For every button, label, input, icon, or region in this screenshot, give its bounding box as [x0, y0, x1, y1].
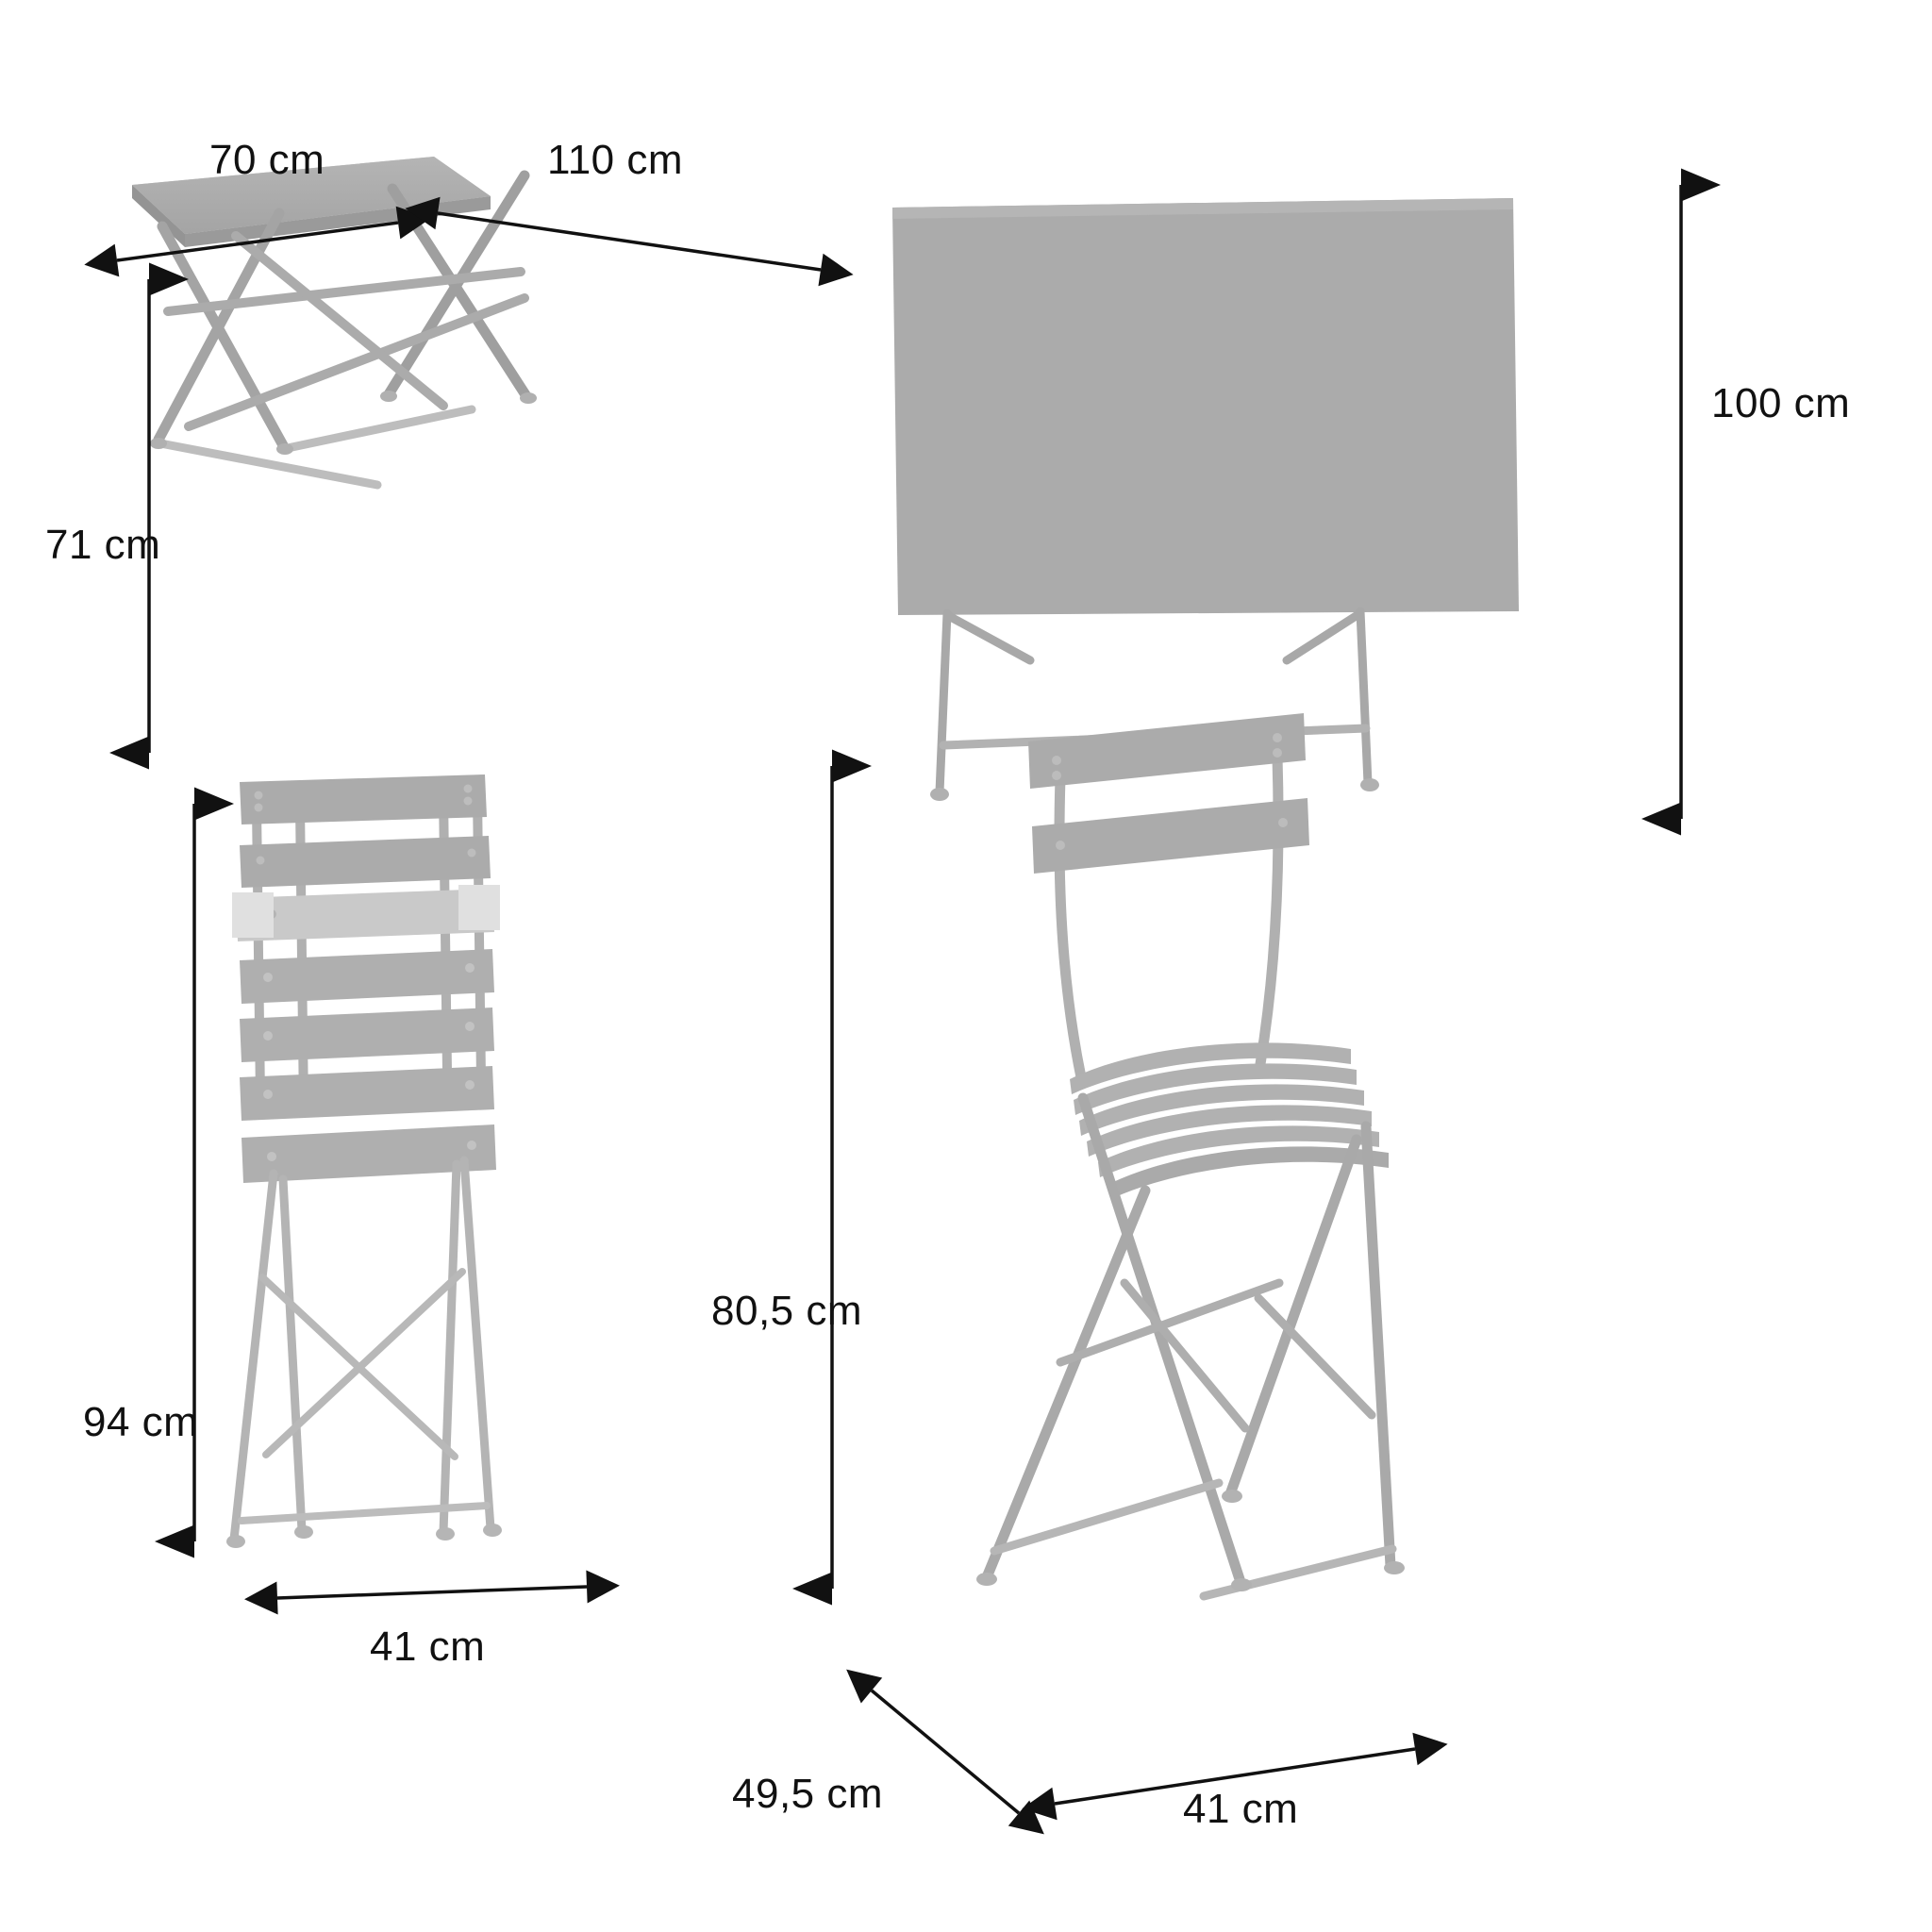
slat-highlight: [232, 885, 500, 941]
slat: [1028, 713, 1306, 789]
slat: [240, 949, 494, 1004]
panel-table-unfolded: 70 cm 110 cm: [0, 0, 966, 966]
dimension-arrow-chair-width: [1022, 1732, 1448, 1821]
slat: [240, 1008, 494, 1062]
chair-folded-cross-brace: [258, 1268, 466, 1460]
dimension-label-table-length: 110 cm: [547, 137, 684, 183]
dimension-arrow-table-length: [405, 196, 854, 287]
chair-folded-feet: [226, 1524, 502, 1548]
dimension-label-table-depth: 70 cm: [209, 137, 325, 183]
dimension-arrow-chair-folded-height: [155, 787, 234, 1558]
chair-feet: [976, 1490, 1405, 1591]
table-folded-feet: [930, 778, 1379, 801]
dimension-label-chair-depth: 49,5 cm: [732, 1771, 884, 1817]
dimension-label-chair-height: 80,5 cm: [711, 1288, 863, 1334]
table-folded-legs: [935, 607, 1373, 797]
dimension-label-table-folded-height: 100 cm: [1711, 380, 1851, 426]
dimension-arrow-table-height: [109, 262, 189, 770]
table-foot-rail: [156, 405, 476, 490]
dimension-arrow-chair-folded-width: [244, 1570, 620, 1615]
slat: [242, 1124, 496, 1183]
slat: [240, 1066, 494, 1121]
dimension-arrow-table-depth: [84, 206, 431, 277]
slat: [240, 836, 491, 888]
dimension-label-chair-width: 41 cm: [1183, 1786, 1299, 1832]
slat: [1032, 798, 1309, 874]
table-folded-top-panel: [892, 198, 1519, 615]
slat: [240, 774, 487, 824]
chair-legs: [981, 1092, 1396, 1585]
chair-folded-slats: [232, 774, 500, 1183]
dimension-arrow-chair-height: [792, 749, 872, 1606]
chair-folded-foot-rail: [238, 1502, 491, 1524]
chair-foot-rails: [990, 1478, 1397, 1601]
dimension-label-chair-folded-width: 41 cm: [370, 1624, 486, 1670]
dimension-label-table-height: 71 cm: [45, 522, 161, 568]
dimension-arrow-table-folded-height: [1641, 168, 1721, 836]
chair-folded-legs: [229, 1156, 495, 1544]
dimension-arrow-chair-depth: [846, 1669, 1044, 1835]
chair-backrest-slats: [1028, 713, 1309, 874]
chair-folded-illustration: [226, 774, 502, 1548]
chair-leg-braces: [1056, 1278, 1376, 1433]
dimension-label-chair-folded-height: 94 cm: [83, 1399, 199, 1445]
chair-seat-slats: [1070, 1042, 1389, 1198]
panel-chair-unfolded: 80,5 cm 49,5 cm: [711, 713, 1932, 1932]
panel-chair-folded: 94 cm 41 cm: [0, 774, 966, 1932]
chair-unfolded-illustration: [976, 713, 1405, 1601]
